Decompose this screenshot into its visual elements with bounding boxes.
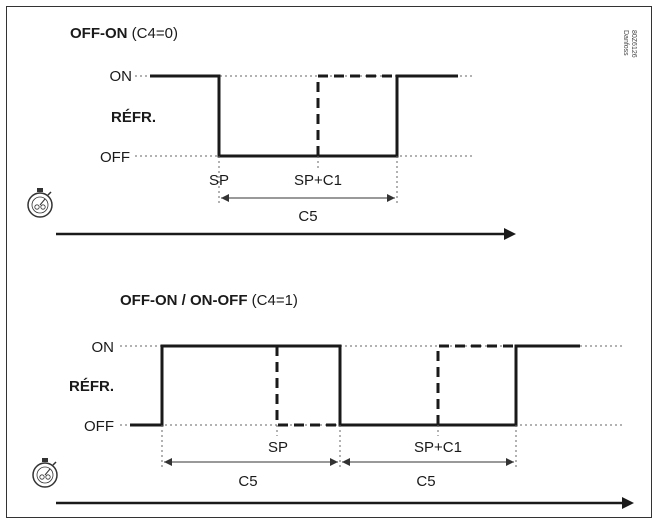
panel2-signal: [130, 344, 580, 427]
brand-code: 80Z6126: [630, 30, 637, 58]
panel2-c5-label-2: C5: [416, 473, 435, 490]
panel2-c5-label-1: C5: [238, 473, 257, 490]
diagram-frame: [6, 6, 652, 518]
stopwatch-icon: [32, 458, 58, 488]
panel1-title-rest: (C4=0): [128, 25, 178, 42]
panel1-on-label: ON: [110, 68, 133, 85]
stopwatch-icon: [27, 188, 53, 218]
panel1-title-bold: OFF-ON: [70, 25, 128, 42]
panel2-signal-label: RÉFR.: [69, 378, 114, 395]
panel1-signal: [150, 74, 458, 158]
panel1-spc1-marker: SP+C1: [294, 172, 342, 189]
panel2-title: OFF-ON / ON-OFF (C4=1): [120, 292, 298, 309]
panel2-signal-alt-sp: [275, 346, 340, 427]
panel-off-on-on-off: OFF-ON / ON-OFF (C4=1) ON RÉFR. OFF SP S…: [32, 292, 634, 509]
panel-off-on: OFF-ON (C4=0) ON RÉFR. OFF SP SP+C1 C5: [27, 25, 516, 240]
panel1-c5-label: C5: [298, 208, 317, 225]
panel1-signal-label: RÉFR.: [111, 109, 156, 126]
panel2-off-label: OFF: [84, 418, 114, 435]
panel2-title-rest: (C4=1): [247, 292, 297, 309]
panel2-on-label: ON: [92, 339, 115, 356]
panel2-sp-marker: SP: [268, 439, 288, 456]
brand-mark: Danfoss 80Z6126: [622, 30, 637, 58]
panel1-sp-marker: SP: [209, 172, 229, 189]
panel2-title-bold: OFF-ON / ON-OFF: [120, 292, 247, 309]
panel1-title: OFF-ON (C4=0): [70, 25, 178, 42]
panel1-off-label: OFF: [100, 149, 130, 166]
panel2-spc1-marker: SP+C1: [414, 439, 462, 456]
panel2-signal-alt-spc1: [436, 344, 516, 425]
time-arrow-head: [622, 497, 634, 509]
brand-name: Danfoss: [622, 30, 629, 56]
time-arrow-head: [504, 228, 516, 240]
panel1-signal-alt: [316, 74, 397, 156]
